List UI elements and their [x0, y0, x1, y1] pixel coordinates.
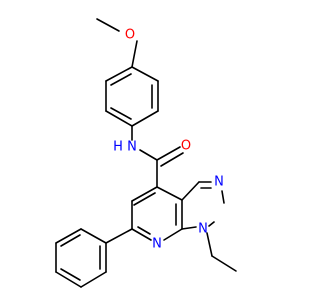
pyrazole-n1-label: N	[198, 222, 208, 237]
phenyl-ring	[55, 228, 133, 288]
pyrazole-n2-label: N	[214, 175, 224, 190]
molecule-canvas: O N H O N N N	[55, 18, 237, 288]
methoxy-group	[96, 18, 138, 68]
pyrazolopyridine-core	[131, 181, 225, 241]
amide-linkage	[131, 125, 184, 188]
ethyl-group	[206, 232, 237, 272]
amide-hydrogen-label: H	[113, 140, 123, 155]
methoxyphenyl-ring	[105, 66, 159, 127]
methoxy-oxygen-label: O	[125, 28, 135, 43]
pyridine-nitrogen-label: N	[152, 237, 162, 252]
carbonyl-oxygen-label: O	[181, 139, 191, 154]
amide-nitrogen-label: N	[127, 140, 137, 155]
molecule-structure: O N H O N N N	[55, 18, 237, 288]
